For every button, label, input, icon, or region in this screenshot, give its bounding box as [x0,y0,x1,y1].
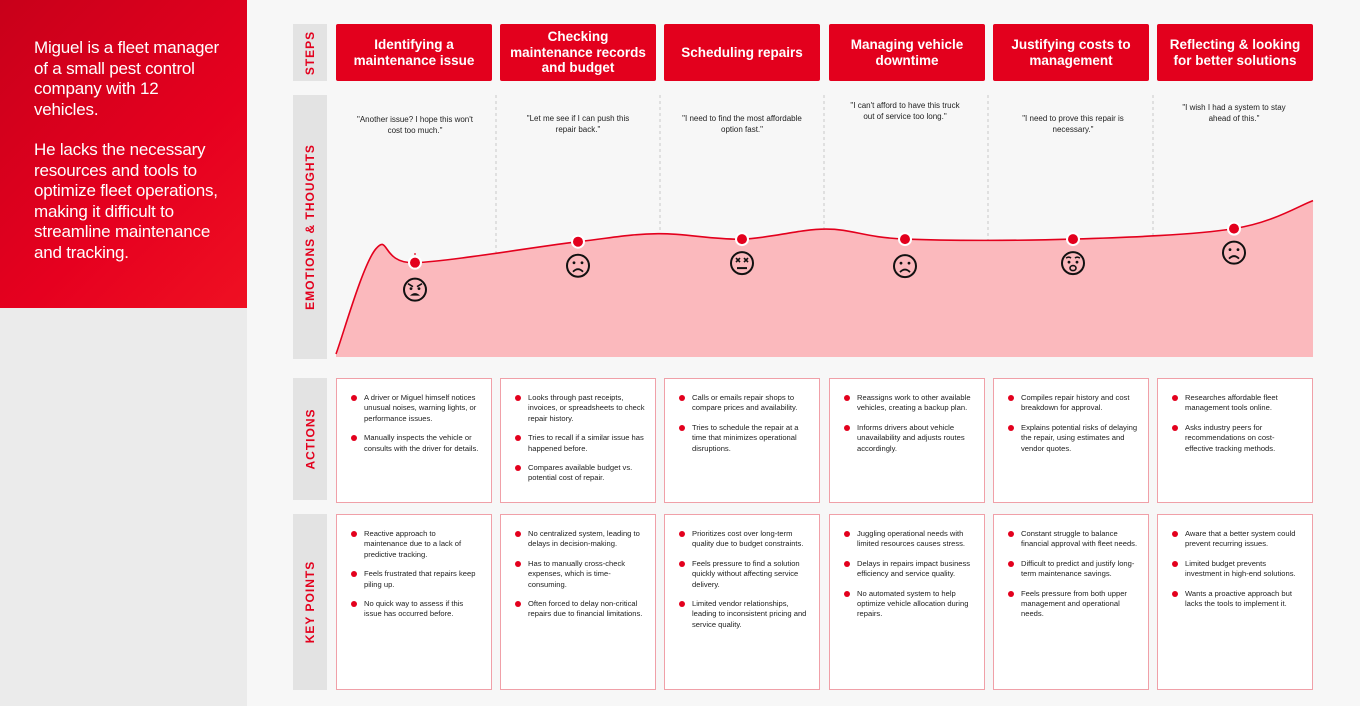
key-point-item: Feels pressure to find a solution quickl… [679,559,809,590]
action-item: Asks industry peers for recommendations … [1172,423,1302,454]
key-point-item: Feels frustrated that repairs keep pilin… [351,569,481,590]
action-item: A driver or Miguel himself notices unusu… [351,393,481,424]
emotion-point [408,255,422,270]
emotion-point [735,232,749,247]
key-point-item: Difficult to predict and justify long-te… [1008,559,1138,580]
sad-face-icon [566,253,590,278]
action-item: Calls or emails repair shops to compare … [679,393,809,414]
actions-card-2: Looks through past receipts, invoices, o… [500,378,656,503]
frown-face-icon [1222,240,1246,265]
row-label-key-points: KEY POINTS [293,514,327,690]
anxious-face-icon [1061,251,1085,276]
worried-face-icon [893,254,917,279]
emotion-quote-4: "I can't afford to have this truck out o… [850,101,960,121]
row-label-emotions: EMOTIONS & THOUGHTS [293,95,327,359]
key-point-item: No automated system to help optimize veh… [844,589,974,620]
action-item: Manually inspects the vehicle or consult… [351,433,481,454]
action-item: Informs drivers about vehicle unavailabi… [844,423,974,454]
action-item: Reassigns work to other available vehicl… [844,393,974,414]
emotion-quote-6: "I wish I had a system to stay ahead of … [1182,103,1286,123]
key-points-card-3: Prioritizes cost over long-term quality … [664,514,820,690]
persona-card: Miguel is a fleet manager of a small pes… [0,0,247,308]
persona-pain-point: He lacks the necessary resources and too… [34,140,218,262]
key-points-card-4: Juggling operational needs with limited … [829,514,985,690]
key-point-item: Prioritizes cost over long-term quality … [679,529,809,550]
key-point-item: Limited budget prevents investment in hi… [1172,559,1302,580]
action-item: Tries to schedule the repair at a time t… [679,423,809,454]
emotion-curve-area: "Another issue? I hope this won't cost t… [335,95,1314,357]
emotion-point [1227,221,1241,236]
key-points-card-1: Reactive approach to maintenance due to … [336,514,492,690]
key-point-item: Wants a proactive approach but lacks the… [1172,589,1302,610]
actions-card-1: A driver or Miguel himself notices unusu… [336,378,492,503]
angry-face-icon [403,277,427,302]
key-point-item: Often forced to delay non-critical repai… [515,599,645,620]
key-point-item: Constant struggle to balance financial a… [1008,529,1138,550]
emotion-quote-5: "I need to prove this repair is necessar… [1022,114,1124,134]
actions-card-4: Reassigns work to other available vehicl… [829,378,985,503]
emotion-point [1066,232,1080,247]
emotion-quote-1: "Another issue? I hope this won't cost t… [357,115,473,135]
emotion-quote-2: "Let me see if I can push this repair ba… [526,114,630,134]
key-point-item: Juggling operational needs with limited … [844,529,974,550]
step-5-title: Justifying costs to management [993,24,1149,81]
key-point-item: Reactive approach to maintenance due to … [351,529,481,560]
key-point-item: No quick way to assess if this issue has… [351,599,481,620]
emotion-area [336,200,1313,357]
key-point-item: Has to manually cross-check expenses, wh… [515,559,645,590]
key-point-item: Aware that a better system could prevent… [1172,529,1302,550]
key-points-card-6: Aware that a better system could prevent… [1157,514,1313,690]
emotion-curve-chart [335,95,1314,357]
key-point-item: Delays in repairs impact business effici… [844,559,974,580]
dizzy-face-icon [730,251,754,276]
emotion-point [898,232,912,247]
key-points-card-5: Constant struggle to balance financial a… [993,514,1149,690]
action-item: Looks through past receipts, invoices, o… [515,393,645,424]
key-point-item: Feels pressure from both upper managemen… [1008,589,1138,620]
row-label-actions: ACTIONS [293,378,327,500]
actions-card-3: Calls or emails repair shops to compare … [664,378,820,503]
emotion-point [571,234,585,249]
action-item: Tries to recall if a similar issue has h… [515,433,645,454]
action-item: Compares available budget vs. potential … [515,463,645,484]
key-point-item: Limited vendor relationships, leading to… [679,599,809,630]
step-2-title: Checking maintenance records and budget [500,24,656,81]
step-4-title: Managing vehicle downtime [829,24,985,81]
row-label-steps: STEPS [293,24,327,81]
step-1-title: Identifying a maintenance issue [336,24,492,81]
emotion-quote-3: "I need to find the most affordable opti… [682,114,802,134]
step-3-title: Scheduling repairs [664,24,820,81]
actions-card-6: Researches affordable fleet management t… [1157,378,1313,503]
action-item: Researches affordable fleet management t… [1172,393,1302,414]
action-item: Explains potential risks of delaying the… [1008,423,1138,454]
action-item: Compiles repair history and cost breakdo… [1008,393,1138,414]
step-6-title: Reflecting & looking for better solution… [1157,24,1313,81]
key-point-item: No centralized system, leading to delays… [515,529,645,550]
actions-card-5: Compiles repair history and cost breakdo… [993,378,1149,503]
key-points-card-2: No centralized system, leading to delays… [500,514,656,690]
persona-description: Miguel is a fleet manager of a small pes… [34,38,219,119]
